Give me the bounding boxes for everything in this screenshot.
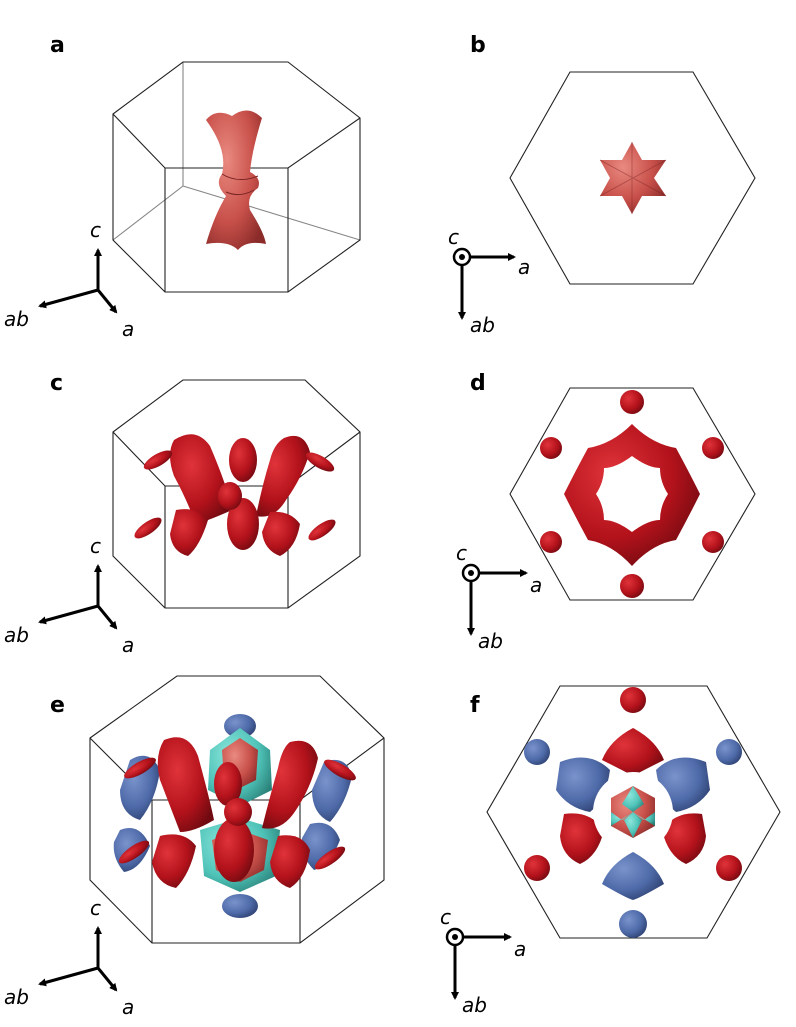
axis-label-c: c [448, 225, 459, 249]
panel-letter-b: b [470, 33, 486, 58]
hexagon-frame [509, 387, 756, 601]
axis-label-a: a [530, 573, 542, 597]
panel-b: b c a ab [448, 33, 756, 337]
panel-letter-a: a [50, 33, 65, 58]
axis-label-ab: ab [4, 985, 29, 1009]
axis-triad-perspective: c ab a [4, 218, 134, 341]
axis-ab-arrow [38, 288, 99, 309]
axis-triad-perspective: c ab a [4, 896, 134, 1019]
axis-label-c: c [90, 896, 101, 920]
axis-label-ab: ab [4, 307, 29, 331]
axis-triad-perspective: c ab a [4, 534, 134, 657]
panel-d: d c a ab [456, 371, 756, 653]
hexagon-frame [509, 71, 756, 285]
axis-label-ab: ab [478, 629, 503, 653]
axis-triad-top: c a ab [448, 225, 530, 337]
fermi-surface-sheet-red [134, 434, 336, 556]
axis-label-ab: ab [4, 623, 29, 647]
panel-f: f c a ab [440, 685, 781, 1017]
axis-label-c: c [440, 905, 451, 929]
axis-label-a: a [122, 995, 134, 1019]
hexagon-frame [486, 685, 781, 939]
panel-letter-e: e [50, 693, 65, 718]
axis-label-ab: ab [470, 313, 495, 337]
fermi-surface-combined-top [524, 687, 742, 938]
axis-a-arrow [96, 605, 118, 630]
axis-label-a: a [514, 937, 526, 961]
axis-label-c: c [90, 218, 101, 242]
panel-letter-c: c [50, 371, 63, 396]
axis-label-a: a [122, 317, 134, 341]
axis-triad-top: c a ab [456, 541, 542, 653]
panel-c: c c ab a [4, 371, 361, 657]
axis-label-a: a [122, 633, 134, 657]
axis-ab-arrow [38, 604, 99, 625]
panel-letter-f: f [470, 693, 480, 718]
axis-triad-top: c a ab [440, 905, 526, 1017]
fermi-surface-combined [113, 714, 356, 918]
fermi-surface-sheet-salmon [206, 110, 266, 250]
fermi-surface-ring [540, 390, 724, 598]
panel-a: a c ab a [4, 33, 361, 341]
axis-a-arrow [96, 967, 118, 992]
brillouin-zone-frame [112, 61, 361, 293]
axis-ab-arrow [38, 966, 99, 987]
axis-a-arrow [96, 289, 118, 314]
axis-label-c: c [90, 534, 101, 558]
panel-letter-d: d [470, 371, 486, 396]
fermi-surface-star [599, 142, 667, 214]
panel-e: e [4, 675, 385, 1019]
axis-label-ab: ab [462, 993, 487, 1017]
axis-label-c: c [456, 541, 467, 565]
axis-label-a: a [518, 255, 530, 279]
